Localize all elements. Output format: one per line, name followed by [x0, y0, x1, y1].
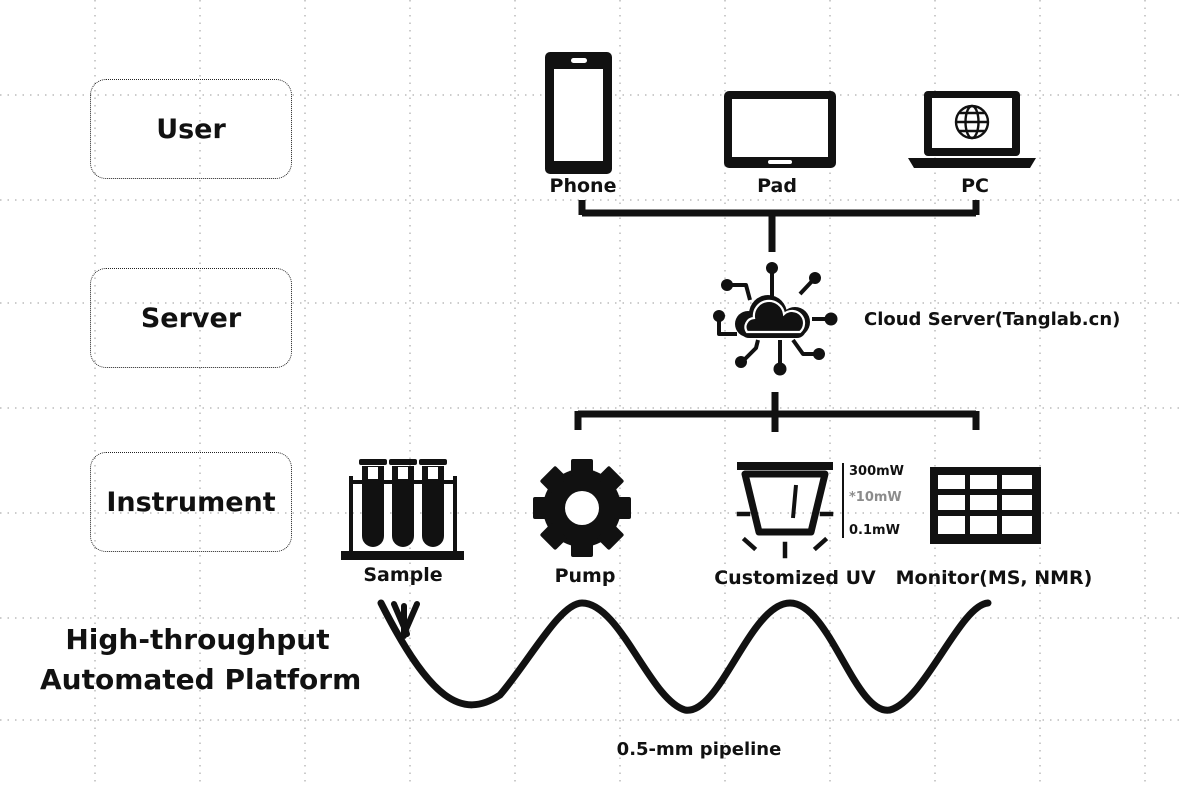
instrument-label-pump: Pump: [554, 565, 616, 587]
platform-title: High-throughput Automated Platform: [40, 620, 362, 700]
pipeline-label: 0.5-mm pipeline: [616, 739, 782, 760]
instrument-label-sample: Sample: [363, 564, 443, 586]
uv-level-low: 0.1mW: [849, 523, 900, 538]
uv-level-mid: *10mW: [849, 490, 902, 505]
platform-title-line-1: High-throughput: [65, 623, 330, 656]
tier-label-user: User: [156, 113, 226, 145]
tier-label-instrument: Instrument: [106, 486, 276, 518]
device-label-pc: PC: [961, 175, 989, 197]
platform-title-line-2: Automated Platform: [40, 663, 362, 696]
server-label: Cloud Server(Tanglab.cn): [864, 309, 1121, 330]
tier-box-server: Server: [90, 268, 292, 368]
tier-box-user: User: [90, 79, 292, 179]
device-label-pad: Pad: [757, 175, 797, 197]
uv-lamp-icon: [736, 462, 844, 559]
globe-icon: [954, 104, 990, 140]
monitor-grid-icon: [930, 467, 1041, 544]
device-connector: [578, 200, 980, 252]
tablet-icon: [724, 91, 836, 168]
uv-level-high: 300mW: [849, 464, 905, 479]
instrument-label-uv: Customized UV: [714, 567, 876, 589]
device-label-phone: Phone: [549, 175, 617, 197]
tier-label-server: Server: [140, 302, 242, 334]
cloud-server-icon: [713, 262, 838, 376]
gear-icon: [533, 459, 631, 557]
tier-box-instrument: Instrument: [90, 452, 292, 552]
instrument-label-monitor: Monitor(MS, NMR): [895, 567, 1093, 589]
laptop-icon: [908, 91, 1036, 168]
instrument-connector: [574, 392, 980, 432]
test-tube-rack-icon: [341, 459, 464, 560]
pipeline-wave: [377, 599, 992, 714]
phone-icon: [545, 52, 612, 174]
